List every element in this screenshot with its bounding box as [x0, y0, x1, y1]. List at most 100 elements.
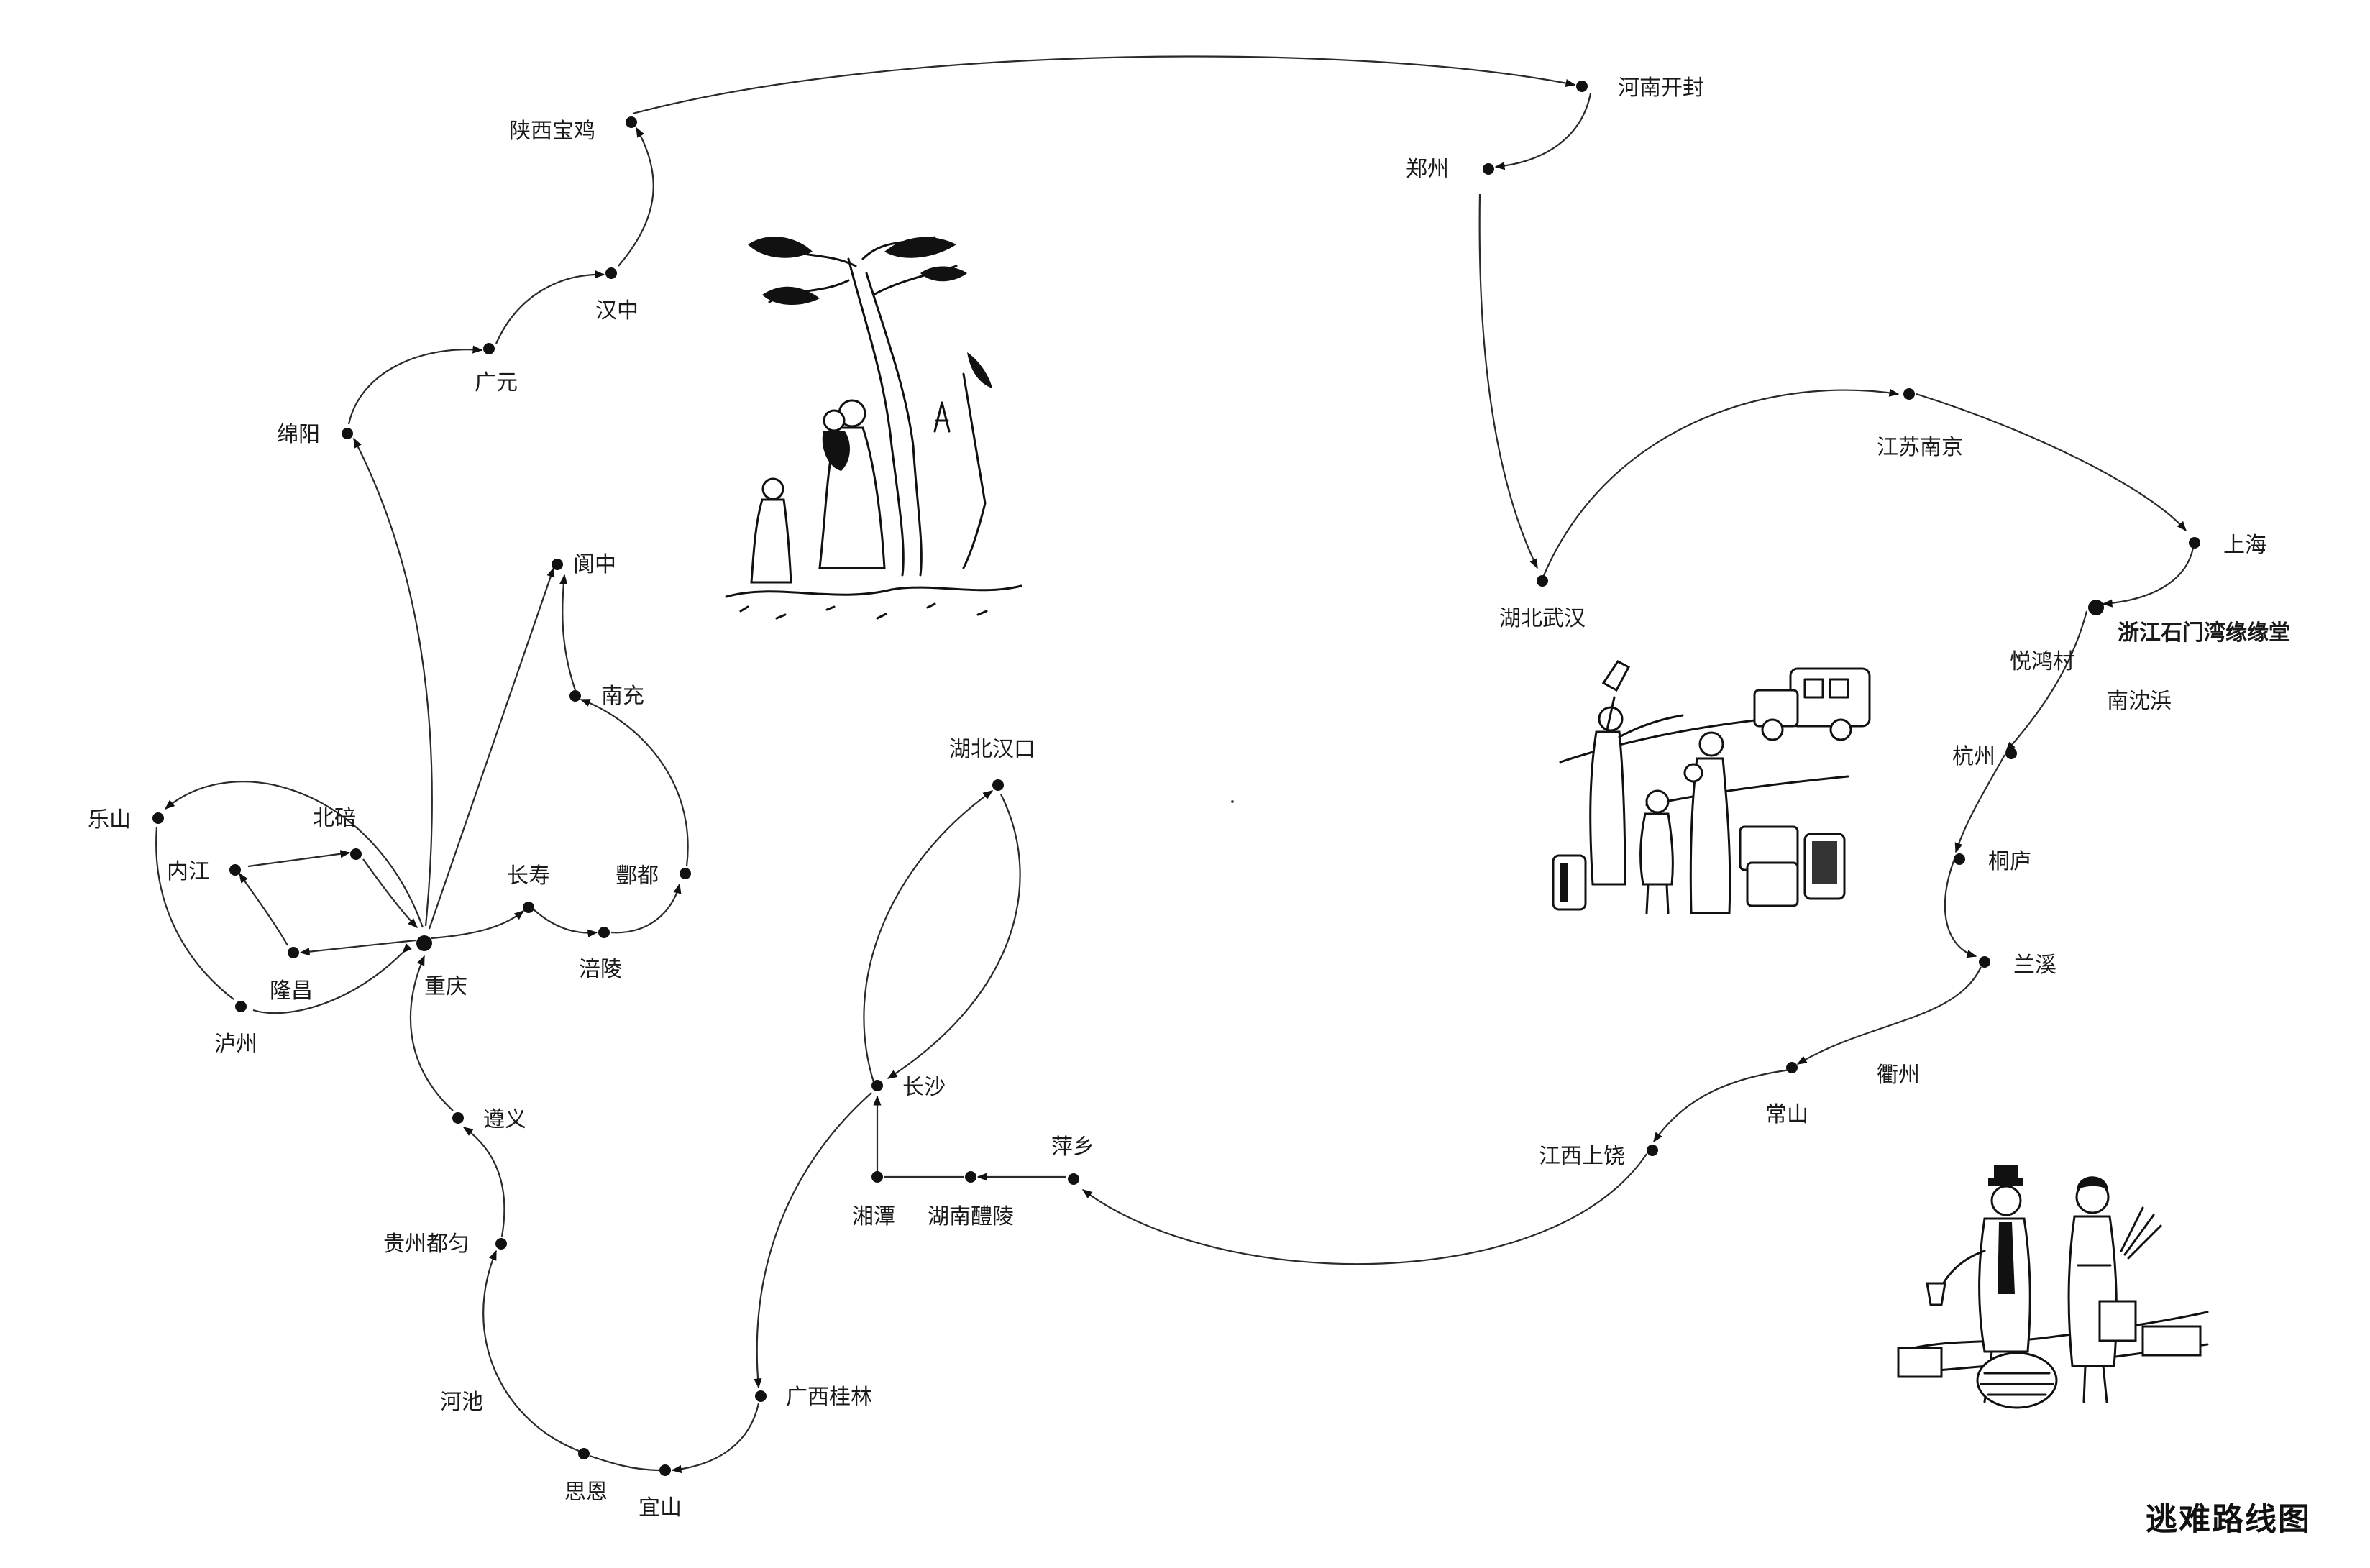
dot-hunan-liling — [965, 1171, 976, 1183]
route-zunyi-chongqing — [409, 955, 454, 1111]
label-hubei-hankou: 湖北汉口 — [949, 737, 1035, 762]
route-wuhan-nanjing — [1541, 388, 1900, 579]
dot-fengdu — [680, 868, 691, 879]
route-kaifeng-zhengzhou — [1494, 93, 1592, 170]
dot-neijiang — [229, 864, 241, 876]
dot-shimenwan — [2088, 600, 2104, 615]
route-changsha-guilin — [754, 1092, 872, 1389]
route-guilin-yishan — [671, 1403, 760, 1474]
dot-xiangtan — [871, 1171, 883, 1183]
label-zhengzhou: 郑州 — [1406, 157, 1449, 182]
couple-walking-with-luggage — [1897, 1165, 2209, 1409]
dot-tonglu — [1954, 853, 1965, 865]
dot-beibei — [350, 848, 362, 860]
dot-luzhou — [235, 1001, 247, 1012]
dot-zunyi — [452, 1112, 464, 1124]
dot-sien — [578, 1448, 590, 1459]
label-longchang: 隆昌 — [270, 978, 313, 1004]
label-guizhou-duyun: 贵州都匀 — [383, 1232, 470, 1257]
dot-nanchong — [569, 690, 581, 702]
label-mianyang: 绵阳 — [277, 422, 320, 447]
label-tonglu: 桐庐 — [1988, 849, 2031, 874]
label-shimenwan: 浙江石门湾缘缘堂 — [2118, 620, 2290, 646]
family-hailing-truck — [1552, 660, 1871, 914]
label-fengdu: 酆都 — [616, 863, 659, 889]
route-chongqing-leshan — [164, 781, 424, 928]
label-chongqing: 重庆 — [424, 974, 467, 999]
route-changshan-shangrao — [1653, 1068, 1791, 1143]
label-leshan: 乐山 — [88, 807, 131, 833]
route-hanzhong-baoji — [618, 127, 654, 267]
label-yuehongcun: 悦鸿村 — [2010, 649, 2074, 674]
route-duyun-zunyi — [462, 1127, 505, 1237]
route-longchang-neijiang — [239, 872, 288, 946]
label-langzhong: 阆中 — [573, 552, 616, 577]
place-dots — [152, 81, 2200, 1476]
dot-jiangsu-nanjing — [1903, 388, 1915, 400]
label-hangzhou: 杭州 — [1952, 744, 1995, 769]
route-fengdu-nanchong — [580, 698, 689, 867]
map-title: 逃难路线图 — [2146, 1501, 2311, 1538]
route-mianyang-guangyuan — [347, 345, 483, 425]
label-beibei: 北碚 — [313, 806, 356, 831]
route-chongqing-longchang — [299, 939, 416, 956]
label-nanshenbang: 南沈浜 — [2107, 689, 2172, 714]
route-lanxi-changshan — [1796, 966, 1982, 1065]
label-jiangsu-nanjing: 江苏南京 — [1877, 435, 1963, 460]
route-baoji-kaifeng — [632, 55, 1576, 115]
route-chongqing-changshou — [431, 910, 525, 940]
label-guangyuan: 广元 — [475, 370, 518, 395]
route-shanghai-shimenwan — [2102, 547, 2195, 608]
label-luzhou: 泸州 — [214, 1032, 257, 1057]
route-changshou-fuling — [533, 909, 598, 937]
route-shangrao-pingxiang — [1081, 1153, 1647, 1265]
label-changshan: 常山 — [1765, 1102, 1808, 1127]
label-nanchong: 南充 — [601, 684, 644, 709]
label-neijiang: 内江 — [167, 859, 210, 884]
dot-zhengzhou — [1483, 163, 1494, 175]
label-jiangxi-shangrao: 江西上饶 — [1539, 1144, 1625, 1169]
dot-chongqing — [416, 935, 432, 951]
route-lines — [155, 55, 2195, 1474]
label-henan-kaifeng: 河南开封 — [1618, 75, 1704, 101]
label-hanzhong: 汉中 — [595, 298, 639, 324]
dot-guangxi-guilin — [755, 1390, 767, 1402]
label-shanghai: 上海 — [2223, 533, 2266, 558]
label-yishan: 宜山 — [639, 1495, 682, 1521]
route-neijiang-beibei — [247, 850, 351, 868]
dot-yishan — [659, 1464, 671, 1476]
dot-lanxi — [1979, 956, 1990, 968]
label-hubei-wuhan: 湖北武汉 — [1499, 606, 1586, 631]
paper-speck — [1231, 800, 1234, 803]
dot-hangzhou — [2005, 748, 2017, 759]
label-shaanxi-baoji: 陕西宝鸡 — [509, 119, 595, 144]
dot-shanghai — [2189, 537, 2200, 549]
label-changshou: 长寿 — [507, 863, 550, 889]
route-leshan-luzhou — [155, 826, 234, 1000]
dot-jiangxi-shangrao — [1647, 1145, 1658, 1156]
route-yishan-sien — [589, 1454, 662, 1472]
place-labels: 河南开封 郑州 湖北武汉 江苏南京 上海 浙江石门湾缘缘堂 悦鸿村 南沈浜 杭州… — [88, 75, 2290, 1521]
label-changsha: 长沙 — [902, 1075, 946, 1100]
label-guangxi-guilin: 广西桂林 — [786, 1385, 872, 1410]
route-nanjing-shanghai — [1916, 393, 2187, 532]
label-pingxiang: 萍乡 — [1051, 1134, 1094, 1160]
route-chongqing-langzhong — [428, 567, 555, 930]
dot-pingxiang — [1068, 1173, 1079, 1185]
route-luzhou-chongqing — [252, 943, 412, 1014]
route-sien-duyun — [482, 1250, 583, 1454]
route-fuling-fengdu — [610, 883, 682, 934]
dot-shaanxi-baoji — [626, 116, 637, 128]
label-xiangtan: 湘潭 — [852, 1204, 895, 1229]
route-beibei-chongqing — [362, 858, 418, 928]
route-changsha-hankou — [863, 790, 994, 1083]
dot-guizhou-duyun — [495, 1238, 507, 1250]
dot-longchang — [288, 947, 299, 958]
route-hankou-changsha — [887, 794, 1021, 1079]
dot-changshan — [1786, 1062, 1798, 1073]
route-hangzhou-tonglu — [1954, 754, 2005, 853]
dot-leshan — [152, 812, 164, 824]
label-fuling: 涪陵 — [579, 957, 622, 982]
mother-and-children-under-tree — [725, 236, 1022, 620]
